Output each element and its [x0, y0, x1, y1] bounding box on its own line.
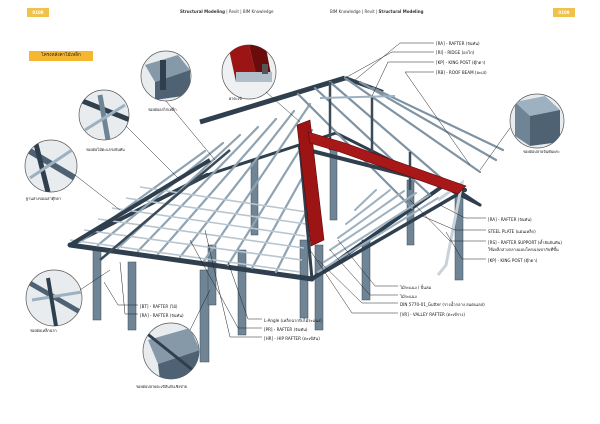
callout-gable-corner: รอยต่อเหล็กฉาก: [30, 328, 57, 333]
label-batten-2: ไม้ระแนง: [400, 294, 417, 299]
label-pr-rafter: [PR] - RAFTER (จันทัน): [264, 327, 308, 332]
callout-purlin-joint: รอยต่อไม้ตะแกรงจันทัน: [86, 147, 125, 152]
callout-ridge-join: รอยต่ออกไก่เหล็ก: [148, 107, 177, 112]
label-ri-ridge: [RI] - RIDGE (อกไก่): [436, 50, 475, 55]
detail-gutter-cap-circle: [140, 50, 192, 102]
label-gutter: DIN 5770-01_Gutter (รางน้ำกลาง สแตนเลส): [400, 302, 485, 307]
callout-hip-bottom: รอยต่อปลายตะเข้สันกับเชิงชาย: [136, 384, 188, 389]
label-batten-1: ไม้ระแนง / ปั้นลม: [400, 285, 432, 290]
hip-rafter: [68, 158, 212, 247]
label-kp-king-post-right: [KP] - KING POST (ตุ๊กตา): [488, 258, 538, 263]
header-left-rest: | Revit | BIM Knowledge: [226, 9, 274, 14]
page-number-right: 0109: [553, 8, 575, 17]
label-vr-valley: [VR] - VALLEY RAFTER (ตะเข้ราง): [400, 312, 465, 317]
header-right-bold: Structural Modeling: [378, 9, 424, 14]
detail-gable-corner-circle: [221, 44, 277, 100]
header-right: BIM Knowledge | Revit | Structural Model…: [330, 9, 423, 14]
label-ra-rafter-bottom: [RA] - RAFTER (จันทัน): [140, 313, 184, 318]
leader-lines: [74, 42, 511, 338]
section-tag: โครงหลังคาไม้เหล็ก: [29, 51, 93, 61]
label-ra-rafter-top: [RA] - RAFTER (จันทัน): [436, 41, 480, 46]
label-rs-rafter-support: [RS] - RAFTER SUPPORT (ค้ำยันจันทัน): [488, 240, 562, 245]
label-hr-hip: [HR] - HIP RAFTER (ตะเข้สัน): [264, 336, 320, 341]
callout-gutter-cap: ฝาตะเข้: [229, 96, 242, 101]
valley-gutter: [296, 119, 467, 247]
page-number-left: 0108: [27, 8, 49, 17]
label-ra-rafter-right: [RA] - RAFTER (จันทัน): [488, 217, 532, 222]
detail-hip-bottom-circle: [142, 322, 200, 380]
gable-wing: [298, 146, 467, 281]
ridge-beam: [199, 75, 346, 125]
label-rb-roof-beam: [RB] - ROOF BEAM (อะเส): [436, 70, 487, 75]
detail-post-base-circle: [25, 269, 83, 327]
detail-purlin-joint-circle: [24, 139, 78, 193]
header-right-rest: BIM Knowledge | Revit |: [330, 9, 378, 14]
callout-post-base: ฐานล่างของเสาตุ๊กตา: [26, 196, 61, 201]
detail-rafter-tip-circle: [509, 93, 565, 149]
header-left-bold: Structural Modeling: [180, 9, 225, 14]
label-steel-plate: STEEL PLATE (แผ่นเหล็ก): [488, 229, 536, 234]
label-rs-note: ใช้เหล็กสวงกลางแบบโครงเลเขากับที่ขึ้น: [488, 247, 559, 252]
roof-frame: [67, 75, 505, 363]
label-bt-rafter: [BT] - RAFTER (ไม้): [140, 304, 178, 309]
callout-rafter-tip: รอยต่อปลายจันทันพระ: [523, 149, 560, 154]
label-angle: L-Angle (เหล็กฉากรับไม้ระแนง): [264, 318, 322, 323]
detail-ridge-join-circle: [78, 89, 130, 141]
header-left: Structural Modeling | Revit | BIM Knowle…: [180, 9, 273, 14]
label-kp-king-post-top: [KP] - KING POST (ตุ๊กตา): [436, 60, 486, 65]
